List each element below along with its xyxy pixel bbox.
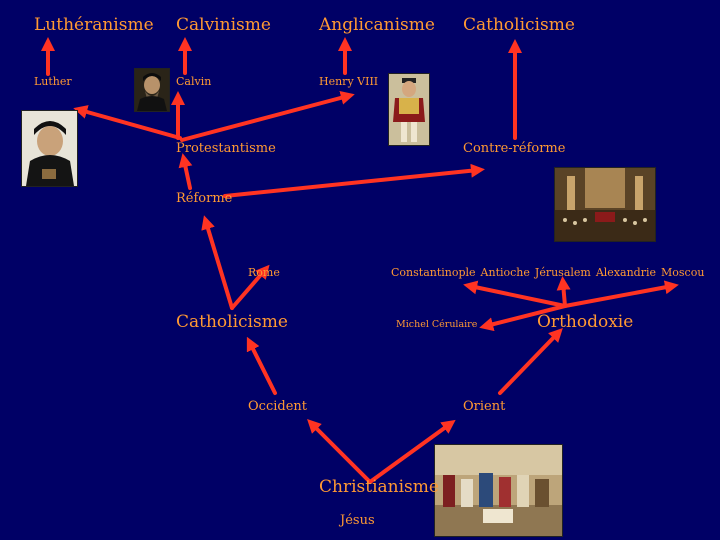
arrow-reforme-protestantisme: [178, 153, 193, 190]
label-lutheranisme: Luthéranisme: [34, 15, 154, 35]
arrow-christianisme-occident: [307, 419, 372, 484]
luther-portrait: [21, 110, 78, 187]
label-orthodoxie: Orthodoxie: [537, 312, 634, 332]
label-moscou: Moscou: [661, 266, 705, 279]
arrow-reforme-contre-reforme: [223, 163, 485, 198]
label-jerusalem: Jérusalem: [534, 266, 591, 279]
label-christianisme: Christianisme: [319, 477, 439, 497]
calvin-portrait: [134, 68, 170, 112]
label-protestantisme: Protestantisme: [176, 141, 276, 156]
label-contre-reforme: Contre-réforme: [463, 141, 566, 156]
label-anglicanisme: Anglicanisme: [319, 15, 435, 35]
patriarchates-row: Constantinople Antioche Jérusalem Alexan…: [391, 267, 704, 278]
label-alexandrie: Alexandrie: [595, 266, 656, 279]
arrow-occident-catholicisme: [246, 336, 277, 395]
early-church-painting: [434, 444, 563, 537]
arrow-orthodoxie-jerusalem: [556, 276, 571, 308]
label-calvinisme: Calvinisme: [176, 15, 271, 35]
label-catholicisme: Catholicisme: [176, 312, 288, 332]
label-jesus: Jésus: [340, 513, 375, 528]
council-of-trent-painting: [554, 167, 656, 242]
label-catholicisme-top: Catholicisme: [463, 15, 575, 35]
arrow-orient-orthodoxie: [498, 327, 563, 395]
arrow-protestantisme-henry: [180, 91, 355, 142]
label-orient: Orient: [463, 399, 506, 414]
label-constantinople: Constantinople: [391, 266, 476, 279]
label-michel-cerulaire: Michel Cérulaire: [396, 319, 478, 330]
label-antioche: Antioche: [480, 266, 530, 279]
label-luther: Luther: [34, 75, 72, 88]
label-reforme: Réforme: [176, 191, 233, 206]
label-calvin: Calvin: [176, 75, 212, 88]
label-rome: Rome: [248, 266, 280, 279]
arrow-protestantisme-luther: [73, 105, 182, 140]
arrow-orthodoxie-cerulaire: [479, 304, 567, 332]
arrow-orthodoxie-constantinople: [463, 280, 567, 308]
arrow-christianisme-orient: [368, 419, 456, 484]
arrow-catholicisme-reforme: [201, 215, 234, 310]
henry-viii-portrait: [388, 73, 430, 146]
label-henry-viii: Henry VIII: [319, 75, 379, 88]
arrow-orthodoxie-moscou: [563, 280, 679, 308]
label-occident: Occident: [248, 399, 307, 414]
arrow-catholicisme-rome: [230, 264, 270, 310]
